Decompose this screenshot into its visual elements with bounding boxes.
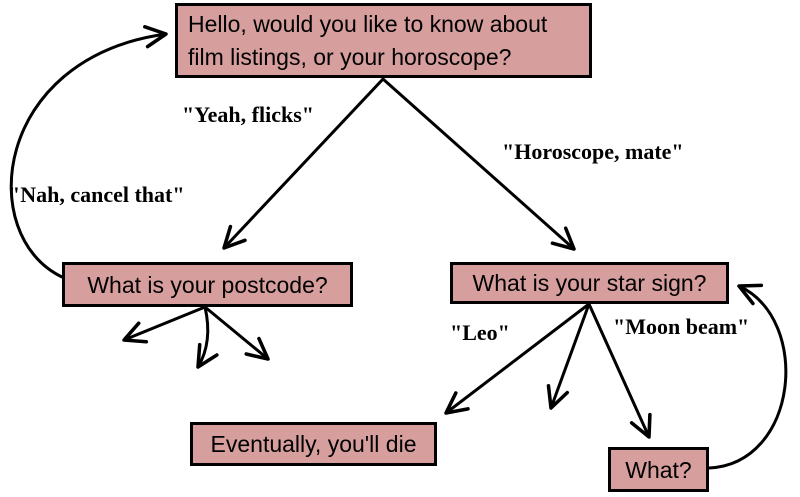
node-postcode: What is your postcode? xyxy=(62,262,353,307)
edge-star-sign-to-what xyxy=(587,302,652,439)
node-greeting: Hello, would you like to know about film… xyxy=(175,3,592,78)
node-greeting-line1: Hello, would you like to know about xyxy=(188,10,548,37)
edge-star-sign-branch-middle xyxy=(546,302,591,410)
edge-star-sign-to-eventually xyxy=(444,302,591,415)
edge-label-leo: "Leo" xyxy=(450,320,510,345)
edge-label-horoscope-mate: "Horoscope, mate" xyxy=(502,139,684,164)
node-what-label: What? xyxy=(625,456,692,483)
edge-label-nah-cancel-that: "Nah, cancel that" xyxy=(8,182,185,207)
edge-what-to-star-sign-loop xyxy=(707,283,788,470)
edge-greeting-to-star-sign xyxy=(381,77,576,251)
node-postcode-label: What is your postcode? xyxy=(87,271,328,298)
node-star-sign-label: What is your star sign? xyxy=(472,270,707,296)
edge-postcode-to-greeting-loop xyxy=(9,25,168,279)
node-star-sign: What is your star sign? xyxy=(450,262,729,304)
edge-greeting-to-postcode xyxy=(222,77,385,250)
edge-postcode-branch-right xyxy=(203,305,270,361)
edge-postcode-branch-middle xyxy=(196,305,219,369)
edge-label-moon-beam: "Moon beam" xyxy=(613,314,750,339)
edge-label-yeah-flicks: "Yeah, flicks" xyxy=(182,102,314,127)
node-what: What? xyxy=(608,447,709,492)
node-greeting-line2: film listings, or your horoscope? xyxy=(188,43,512,70)
edge-postcode-branch-left xyxy=(122,305,207,344)
node-eventually: Eventually, you'll die xyxy=(190,422,437,466)
node-eventually-label: Eventually, you'll die xyxy=(210,431,417,457)
